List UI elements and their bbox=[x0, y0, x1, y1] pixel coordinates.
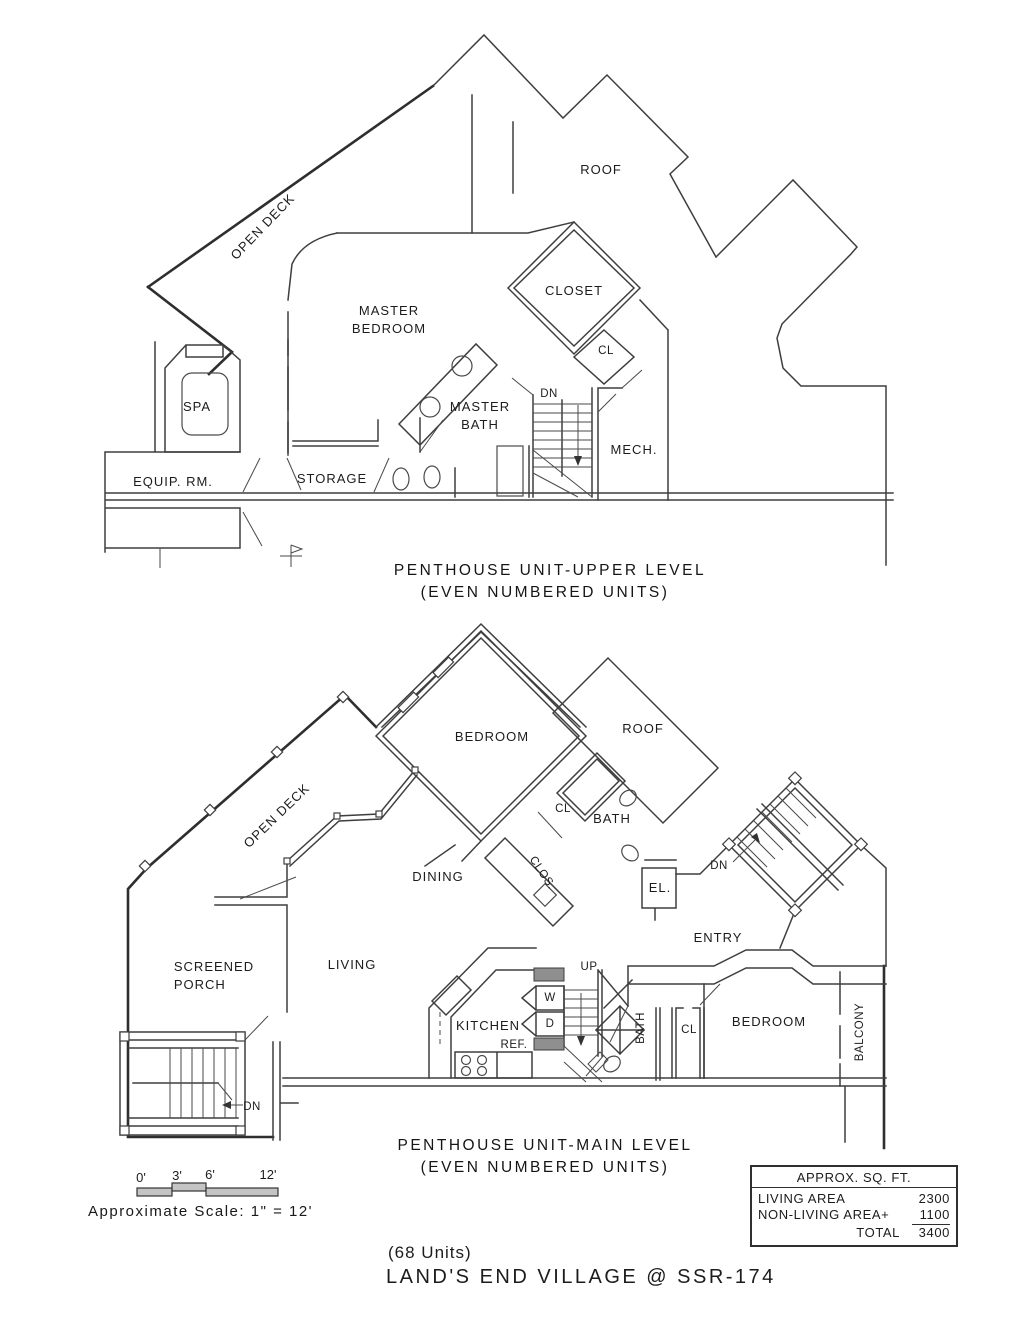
room-label-storage: STORAGE bbox=[296, 470, 368, 486]
room-label-roof-upper: ROOF bbox=[580, 161, 622, 177]
sqft-nonliving-label: NON-LIVING AREA+ bbox=[758, 1207, 890, 1223]
post-markers bbox=[119, 656, 869, 1136]
room-label-dn-ne: DN bbox=[710, 859, 728, 872]
scale-tick-12: 12' bbox=[259, 1167, 277, 1182]
room-label-balcony: BALCONY bbox=[853, 1002, 866, 1062]
room-label-bath-main: BATH bbox=[634, 1012, 647, 1044]
sqft-living-label: LIVING AREA bbox=[758, 1191, 846, 1206]
room-label-dryer: D bbox=[545, 1017, 555, 1030]
room-label-dining: DINING bbox=[412, 868, 464, 884]
room-label-ref: REF. bbox=[500, 1038, 528, 1051]
sqft-row-living: LIVING AREA 2300 bbox=[758, 1191, 950, 1207]
room-label-master-bedroom: MASTER BEDROOM bbox=[351, 302, 427, 336]
sqft-nonliving-value: 1100 bbox=[912, 1207, 950, 1225]
room-label-dn-upper: DN bbox=[540, 387, 558, 400]
scale-note: Approximate Scale: 1" = 12' bbox=[88, 1203, 314, 1220]
room-label-bath-north: BATH bbox=[593, 810, 631, 826]
room-label-spa: SPA bbox=[182, 398, 212, 414]
footer-units-count: (68 Units) bbox=[388, 1243, 472, 1262]
room-label-cl-main: CL bbox=[681, 1023, 697, 1036]
room-label-washer: W bbox=[544, 991, 556, 1004]
room-label-mech: MECH. bbox=[610, 441, 658, 457]
room-label-bedroom-main: BEDROOM bbox=[731, 1013, 807, 1029]
fixture-shapes bbox=[181, 355, 639, 1077]
sqft-row-nonliving: NON-LIVING AREA+ 1100 bbox=[758, 1207, 950, 1225]
room-label-kitchen: KITCHEN bbox=[455, 1017, 521, 1033]
sqft-living-value: 2300 bbox=[918, 1191, 950, 1206]
shaded-and-arrows bbox=[136, 456, 760, 1197]
lower-plan-caption-line1: PENTHOUSE UNIT-MAIN LEVEL bbox=[397, 1137, 693, 1154]
room-label-living: LIVING bbox=[327, 956, 377, 972]
room-label-entry: ENTRY bbox=[693, 929, 743, 945]
detail-lines bbox=[159, 369, 817, 1118]
room-label-bedroom-north: BEDROOM bbox=[454, 728, 530, 744]
room-label-equip-rm: EQUIP. RM. bbox=[133, 473, 213, 489]
approx-sqft-table: APPROX. SQ. FT. LIVING AREA 2300 NON-LIV… bbox=[750, 1165, 958, 1247]
upper-plan-caption-line2: (EVEN NUMBERED UNITS) bbox=[420, 584, 670, 601]
room-label-screened-porch: SCREENED PORCH bbox=[173, 958, 255, 992]
scale-tick-6: 6' bbox=[205, 1167, 215, 1182]
sqft-row-total: TOTAL 3400 bbox=[758, 1225, 950, 1241]
scale-tick-0: 0' bbox=[136, 1170, 146, 1185]
scale-bar bbox=[136, 1182, 279, 1197]
sqft-total-label: TOTAL bbox=[856, 1224, 900, 1240]
room-label-roof-lower: ROOF bbox=[622, 720, 664, 736]
room-label-el: EL. bbox=[648, 879, 672, 895]
wall-lines bbox=[104, 33, 894, 1143]
room-label-master-bath: MASTER BATH bbox=[449, 398, 511, 432]
footer-project-title: LAND'S END VILLAGE @ SSR-174 bbox=[386, 1266, 776, 1288]
lower-plan-caption-line2: (EVEN NUMBERED UNITS) bbox=[420, 1159, 670, 1176]
room-label-up: UP bbox=[580, 960, 598, 973]
room-label-cl-north: CL bbox=[555, 802, 571, 815]
sqft-total-value: 3400 bbox=[918, 1224, 950, 1240]
room-label-cl-upper: CL bbox=[598, 344, 614, 357]
sqft-table-header: APPROX. SQ. FT. bbox=[752, 1167, 956, 1188]
room-label-closet: CLOSET bbox=[544, 282, 604, 298]
upper-plan-caption-line1: PENTHOUSE UNIT-UPPER LEVEL bbox=[393, 562, 707, 579]
scale-tick-3: 3' bbox=[172, 1168, 182, 1183]
room-label-dn-sw: DN bbox=[243, 1100, 261, 1113]
